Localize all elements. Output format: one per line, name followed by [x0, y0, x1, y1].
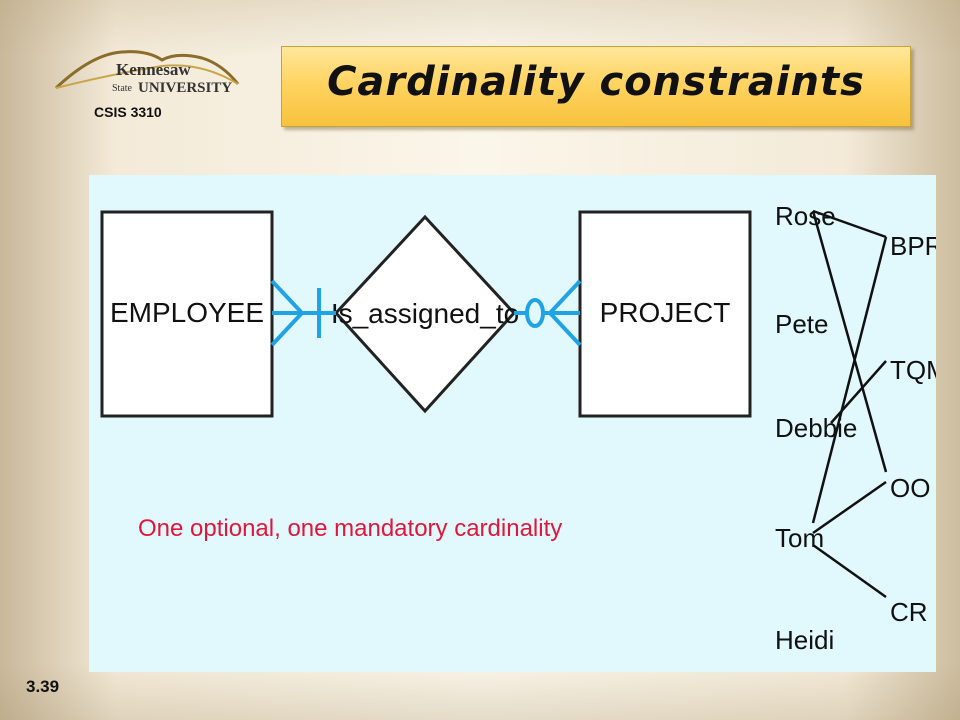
link-tom-cr	[812, 543, 887, 599]
project-cardinality-symbol	[514, 279, 582, 347]
link-tom-oo	[812, 480, 887, 535]
link-rose-oo	[811, 210, 888, 473]
diagram-caption: One optional, one mandatory cardinality	[138, 515, 563, 542]
entity-project-label: PROJECT	[600, 297, 731, 328]
diagram-panel: EMPLOYEE Is_assigned_to PROJECT Rose Pet…	[89, 175, 936, 672]
university-logo: Kennesaw State UNIVERSITY	[54, 50, 240, 96]
project-oo: OO	[890, 473, 930, 503]
relationship-diamond	[333, 214, 517, 414]
relationship-label: Is_assigned_to	[331, 298, 519, 329]
link-tom-bpr	[811, 236, 888, 524]
link-rose-bpr	[812, 209, 887, 239]
entity-employee-box	[100, 210, 274, 418]
title-banner: Cardinality constraints	[281, 46, 911, 127]
slide-number: 3.39	[26, 677, 60, 696]
logo-line2-left: State	[112, 83, 133, 94]
entity-employee-label: EMPLOYEE	[110, 297, 264, 328]
employee-heidi: Heidi	[775, 625, 834, 655]
employee-cardinality-symbol	[270, 279, 336, 347]
employee-pete: Pete	[775, 309, 829, 339]
project-tqm: TQM	[890, 355, 936, 385]
logo-line2-right: UNIVERSITY	[138, 80, 232, 96]
logo-line1: Kennesaw	[116, 60, 191, 79]
slide-title: Cardinality constraints	[327, 59, 865, 105]
project-cr: CR	[890, 597, 928, 627]
course-code: CSIS 3310	[94, 104, 162, 120]
er-diagram: EMPLOYEE Is_assigned_to PROJECT Rose Pet…	[100, 201, 936, 655]
assignment-lines	[811, 209, 888, 599]
employee-debbie: Debbie	[775, 413, 857, 443]
project-bpr: BPR	[890, 231, 936, 261]
